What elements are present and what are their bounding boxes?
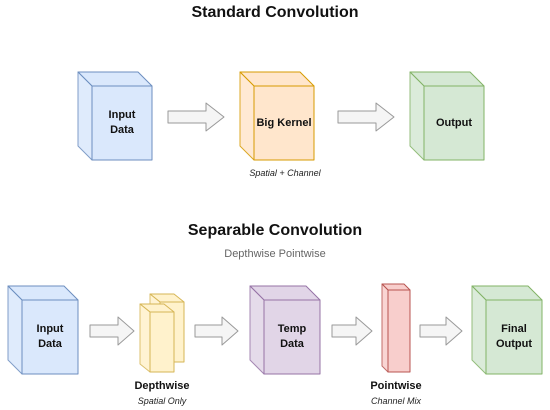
standard-input-label-line1: Input	[108, 109, 136, 122]
final-output-cube	[471, 285, 543, 375]
pointwise-slice	[381, 283, 411, 373]
pointwise-label: Pointwise	[370, 380, 422, 392]
standard-arrow-1	[167, 102, 225, 132]
big-kernel-caption: Spatial + Channel	[249, 168, 321, 178]
separable-title: Separable Convolution	[187, 222, 363, 239]
depthwise-slice-front	[139, 303, 175, 373]
pointwise-caption: Channel Mix	[370, 396, 422, 406]
separable-input-cube	[7, 285, 79, 375]
final-output-label-line2: Output	[495, 338, 533, 350]
big-kernel-label: Big Kernel	[256, 116, 312, 129]
depthwise-caption: Spatial Only	[137, 396, 187, 406]
separable-input-label: Input Data	[22, 300, 78, 374]
standard-input-cube	[77, 71, 153, 161]
big-kernel-cube	[239, 71, 315, 161]
separable-subtitle: Depthwise Pointwise	[224, 248, 326, 260]
standard-input-label: Input Data	[92, 86, 152, 160]
standard-arrow-2	[337, 102, 395, 132]
standard-output-label: Output	[435, 116, 473, 129]
separable-arrow-1	[89, 316, 135, 346]
standard-title: Standard Convolution	[191, 4, 359, 21]
temp-data-label-line1: Temp	[277, 323, 307, 336]
separable-arrow-3	[331, 316, 373, 346]
temp-data-label: Temp Data	[264, 300, 320, 374]
separable-input-label-line1: Input	[36, 323, 64, 336]
standard-output-cube	[409, 71, 485, 161]
separable-input-label-line2: Data	[38, 338, 62, 350]
separable-arrow-2	[194, 316, 239, 346]
final-output-label: Final Output	[486, 300, 542, 374]
final-output-label-line1: Final	[501, 323, 527, 336]
standard-input-label-line2: Data	[110, 124, 134, 136]
separable-arrow-4	[419, 316, 463, 346]
depthwise-label: Depthwise	[134, 380, 190, 392]
temp-data-label-line2: Data	[280, 338, 304, 350]
temp-data-cube	[249, 285, 321, 375]
